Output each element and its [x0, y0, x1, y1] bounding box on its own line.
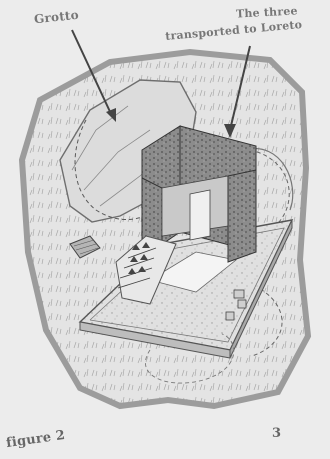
house-front-wall-right — [228, 170, 256, 262]
page-number: 3 — [272, 426, 281, 441]
house-doorway — [190, 190, 210, 240]
